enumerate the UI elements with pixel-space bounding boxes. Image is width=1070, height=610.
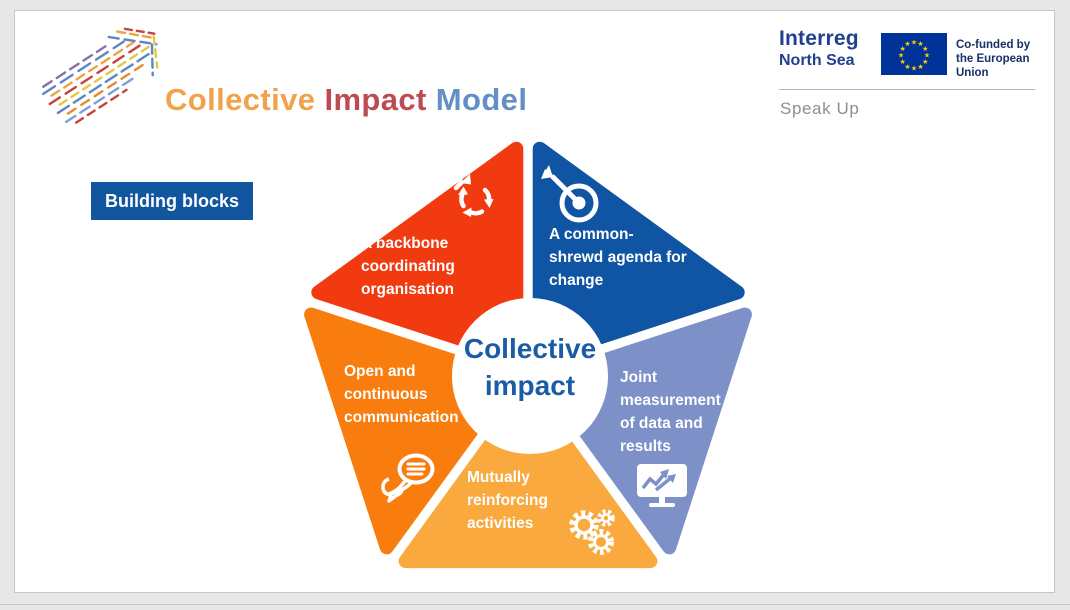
label-backbone: A backbone coordinating organisation [361,232,496,301]
interreg-wordmark: Interreg [779,27,859,50]
building-blocks-badge: Building blocks [91,182,254,220]
label-line: A common- [549,226,634,243]
center-label-line1: Collective [463,333,597,364]
svg-text:★: ★ [898,52,904,60]
label-line: change [549,272,604,289]
label-line: reinforcing [467,492,548,509]
label-line: results [620,438,671,455]
svg-text:★: ★ [924,52,930,60]
label-line: Joint [620,369,658,386]
label-activities: Mutually reinforcing activities [467,466,587,535]
cofunded-label: Co-funded by the European Union [956,38,1039,80]
window-edge-divider [0,604,1070,605]
svg-text:★: ★ [900,45,906,53]
svg-text:★: ★ [904,63,910,71]
gears-icon [569,509,615,555]
segment-backbone [311,141,524,364]
eu-flag-stars: ★★ ★★ ★★ ★★ ★★ ★★ [898,39,930,73]
target-dart-icon [541,165,599,223]
center-label-line2: impact [484,370,576,401]
label-line: A backbone [361,235,449,252]
eu-flag-icon: ★★ ★★ ★★ ★★ ★★ ★★ [881,33,947,75]
cofunded-line2: the European Union [956,53,1030,79]
label-line: activities [467,515,534,532]
svg-text:★: ★ [900,58,906,66]
cycle-arrows-icon [453,174,494,217]
label-line: coordinating [361,258,455,275]
svg-text:★: ★ [904,40,910,48]
label-line: measurement [620,392,721,409]
label-line: communication [344,409,459,426]
segment-agenda [532,141,745,364]
title-word-model: Model [435,81,528,117]
speech-bubbles-icon [381,453,435,503]
svg-text:★: ★ [922,45,928,53]
project-name-label: Speak Up [780,99,860,118]
north-sea-label: North Sea [779,52,855,69]
center-circle [452,298,608,454]
svg-text:★: ★ [922,58,928,66]
branding-divider [779,89,1035,90]
label-measurement: Joint measurement of data and results [620,366,735,458]
svg-text:★: ★ [917,40,923,48]
collective-impact-diagram: Collective impact A backbone coordinatin… [278,119,778,579]
label-agenda: A common- shrewd agenda for change [549,223,699,292]
svg-text:★: ★ [911,39,917,47]
label-communication: Open and continuous communication [344,360,472,429]
svg-text:★: ★ [917,63,923,71]
label-line: continuous [344,386,428,403]
arrow-logo [41,27,159,124]
label-line: organisation [361,281,455,298]
title-word-collective: Collective [165,81,316,117]
branding-block: Interreg North Sea ★★ ★★ ★★ ★★ ★★ ★★ Co-… [779,25,1039,125]
label-line: of data and [620,415,703,432]
pentagon-segments [304,141,752,569]
center-label: Collective impact [430,330,630,404]
label-line: Open and [344,363,416,380]
label-line: Mutually [467,469,530,486]
cofunded-line1: Co-funded by [956,39,1031,51]
monitor-chart-icon [637,464,687,507]
title-word-impact: Impact [324,81,427,117]
svg-text:★: ★ [911,65,917,73]
label-line: shrewd agenda for [549,249,687,266]
